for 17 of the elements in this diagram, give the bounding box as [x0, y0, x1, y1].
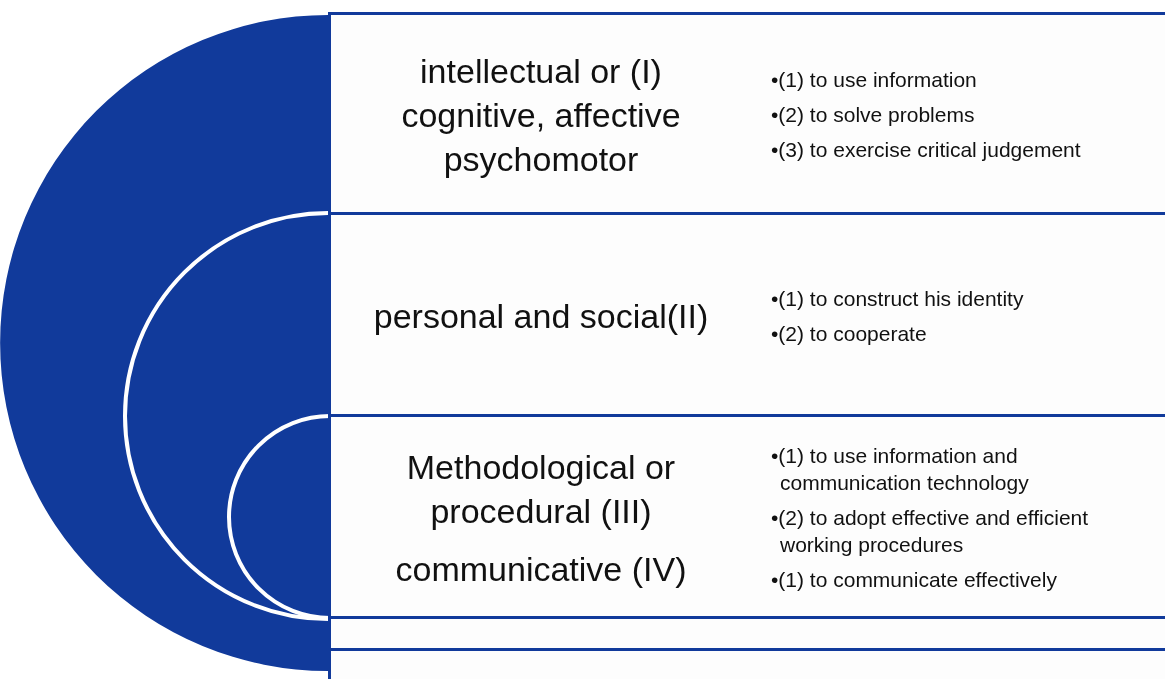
list-item: •(1) to use information	[771, 67, 978, 93]
category-heading: intellectual or (I) cognitive, affective psychomotor	[400, 50, 682, 180]
category-heading: communicative (IV)	[394, 548, 688, 590]
empty-band	[328, 648, 1165, 679]
list-item: •(1) to construct his identity	[771, 285, 1025, 312]
category-band	[328, 212, 1165, 416]
list-item: •(1) to use information and communication technology	[771, 443, 1030, 496]
list-item: •(2) to solve problems	[771, 102, 976, 128]
list-item: •(1) to communicate effectively	[771, 567, 1058, 593]
list-item: •(2) to adopt effective and efficient working procedures	[771, 505, 1090, 558]
category-heading: personal and social(II)	[372, 295, 710, 337]
category-band	[328, 414, 1165, 618]
list-item: •(2) to cooperate	[771, 320, 928, 347]
category-band	[328, 12, 1165, 214]
category-heading: Methodological or procedural (III)	[405, 446, 677, 532]
list-item: •(3) to exercise critical judgement	[771, 137, 1082, 163]
empty-band	[328, 616, 1165, 650]
